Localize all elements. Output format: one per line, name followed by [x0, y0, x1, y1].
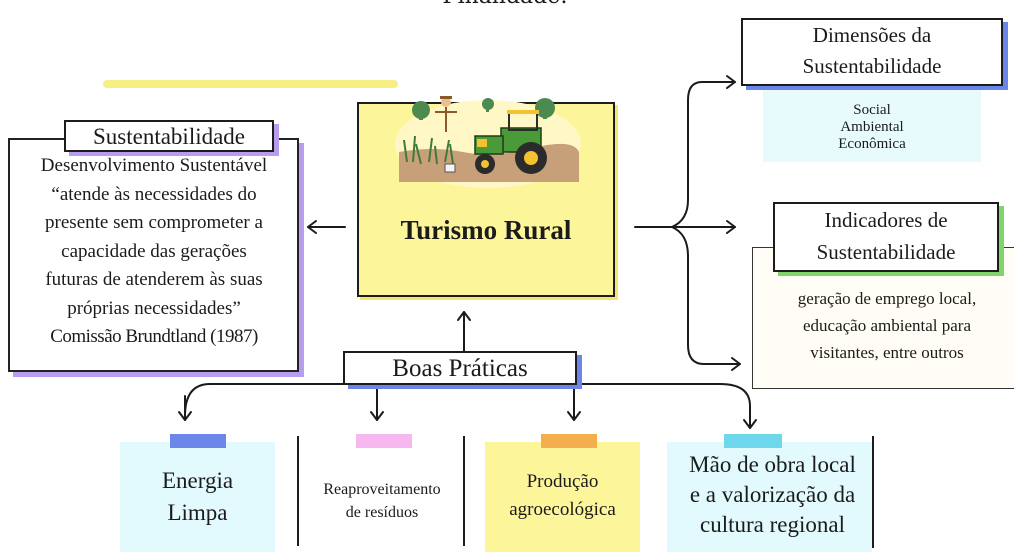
- card-line: Produção: [526, 471, 599, 492]
- def-line: Comissão Brundtland (1987): [50, 326, 258, 347]
- arrow-to-dimensoes: [671, 81, 736, 228]
- card-line: Reaproveitamento: [323, 481, 441, 498]
- tractor-farm-scene-icon: [395, 96, 581, 188]
- sustentabilidade-title: Sustentabilidade: [64, 120, 274, 152]
- dimensoes-title-line: Dimensões da: [812, 23, 932, 47]
- card-text-reaproveitamento: Reaproveitamento de resíduos: [298, 478, 466, 524]
- sustentabilidade-definition: Desenvolvimento Sustentável “atende às n…: [12, 152, 296, 352]
- card-reaproveitamento: [297, 436, 465, 546]
- bp-branch-line: [184, 383, 751, 429]
- highlight-stroke: [103, 80, 398, 88]
- card-energia-limpa: [120, 442, 275, 552]
- indicadores-line: educação ambiental para: [802, 316, 971, 335]
- card-divider: [872, 436, 874, 548]
- def-line: “atende às necessidades do: [51, 183, 257, 205]
- card-line: Energia: [161, 468, 234, 493]
- turismo-rural-title: Turismo Rural: [400, 215, 572, 245]
- indicadores-title-line: Indicadores de: [824, 208, 948, 232]
- tape-strip: [170, 434, 226, 448]
- card-line: e a valorização da: [689, 482, 856, 507]
- card-mao-de-obra: [667, 442, 872, 552]
- dimensoes-title-line: Sustentabilidade: [802, 54, 942, 78]
- tape-strip: [356, 434, 412, 448]
- tape-strip: [724, 434, 782, 448]
- indicadores-line: visitantes, entre outros: [810, 343, 964, 362]
- card-line: agroecológica: [509, 499, 616, 520]
- card-text-mao-de-obra: Mão de obra local e a valorização da cul…: [670, 450, 875, 540]
- arrow-to-indicadores-lower: [671, 226, 741, 365]
- dimensoes-title: Dimensões da Sustentabilidade: [741, 18, 1003, 86]
- tape-strip: [541, 434, 597, 448]
- card-line: cultura regional: [700, 512, 845, 537]
- dimensao-item: Social: [853, 102, 891, 118]
- dimensao-item: Econômica: [838, 136, 906, 152]
- indicadores-description: geração de emprego local, educação ambie…: [756, 285, 1014, 366]
- card-line: Limpa: [167, 500, 228, 525]
- card-text-energia: Energia Limpa: [120, 465, 275, 529]
- indicadores-title-line: Sustentabilidade: [816, 240, 956, 264]
- indicadores-line: geração de emprego local,: [797, 289, 977, 308]
- boas-praticas-title: Boas Práticas: [343, 351, 577, 385]
- card-text-producao: Produção agroecológica: [485, 468, 640, 524]
- def-line: capacidade das gerações: [61, 240, 247, 262]
- card-line: Mão de obra local: [689, 452, 856, 477]
- indicadores-title: Indicadores de Sustentabilidade: [773, 202, 999, 272]
- def-line: presente sem comprometer a: [45, 212, 263, 233]
- def-line: próprias necessidades”: [67, 297, 241, 319]
- card-line: de resíduos: [345, 504, 419, 521]
- def-line: futuras de atenderem às suas: [45, 269, 263, 290]
- dimensoes-list: Social Ambiental Econômica: [763, 102, 981, 153]
- top-title-fragment: Finalidade:: [430, 0, 580, 9]
- dimensao-item: Ambiental: [840, 119, 904, 135]
- card-producao-agroecologica: [485, 442, 640, 552]
- def-line: Desenvolvimento Sustentável: [40, 155, 268, 176]
- dimensoes-content-box: [763, 88, 981, 162]
